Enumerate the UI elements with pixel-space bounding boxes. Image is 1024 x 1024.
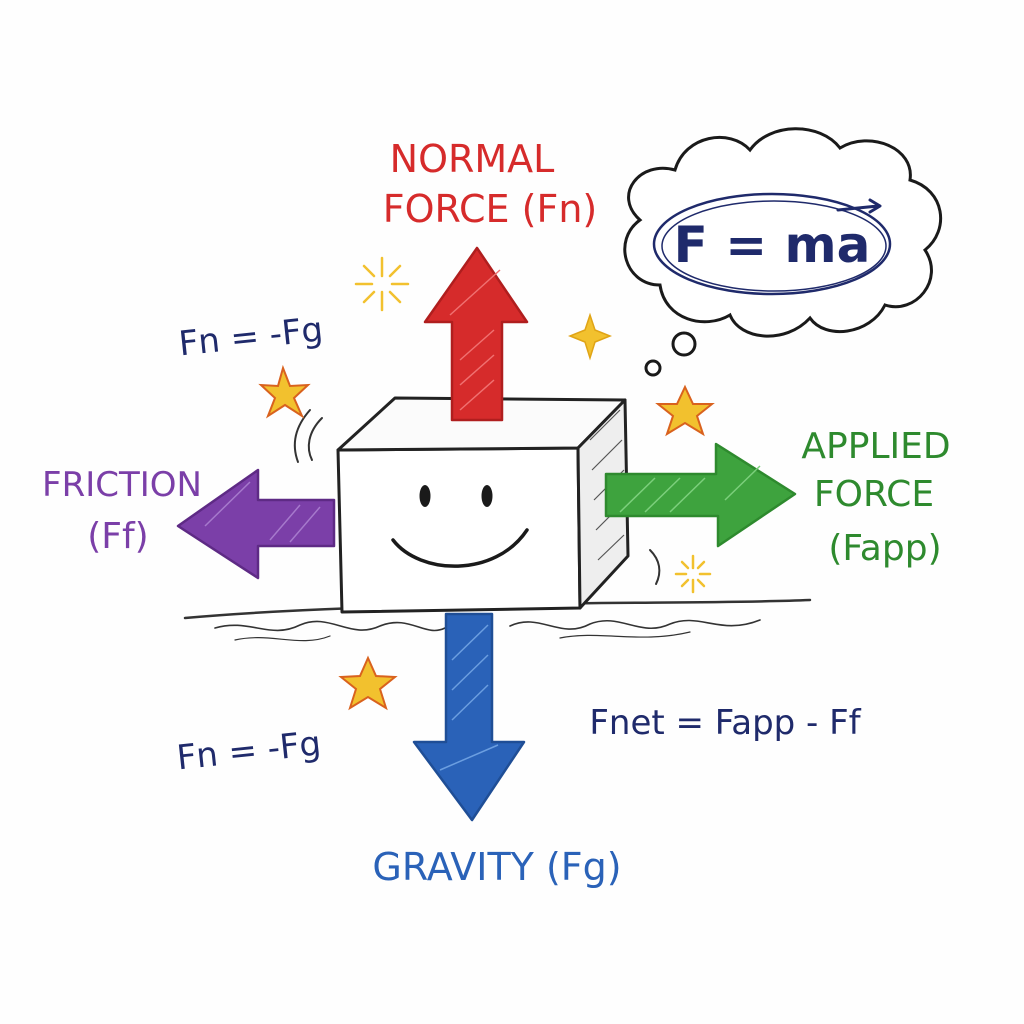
friction-label-line1: FRICTION: [42, 465, 202, 505]
equation-balance-bottom: Fn = -Fg: [175, 724, 323, 779]
sparkle-icon: [567, 312, 613, 361]
friction-label-line2: (Ff): [87, 516, 148, 557]
motion-lines: [293, 409, 661, 585]
equation-net-force: Fnet = Fapp - Ff: [589, 703, 861, 743]
sparkle-lines-icon: [674, 554, 712, 594]
gravity-label: GRAVITY (Fg): [372, 845, 621, 889]
applied-force-label-line1: APPLIED: [801, 426, 950, 467]
sparkle-icon: [258, 364, 311, 419]
normal-force-arrow: [423, 246, 529, 422]
sparkle-icon: [338, 655, 398, 711]
sparkle-icon: [655, 384, 715, 437]
applied-force-arrow: [604, 442, 797, 548]
smiley-face: [391, 485, 529, 568]
friction-arrow: [176, 468, 336, 580]
equation-balance-top: Fn = -Fg: [177, 310, 325, 365]
thought-equation: F = ma: [674, 216, 871, 274]
gravity-arrow: [412, 612, 526, 822]
normal-force-label-line1: NORMAL: [390, 137, 555, 181]
equation-oval-inner: [661, 200, 887, 292]
equation-oval: [652, 192, 892, 296]
applied-force-label-line2: FORCE: [814, 474, 934, 515]
normal-force-label-line2: FORCE (Fn): [383, 187, 598, 231]
block: [336, 396, 630, 614]
sparkle-lines-icon: [354, 256, 410, 312]
vector-arrow-icon: [836, 198, 882, 214]
applied-force-label-line3: (Fapp): [828, 528, 941, 569]
